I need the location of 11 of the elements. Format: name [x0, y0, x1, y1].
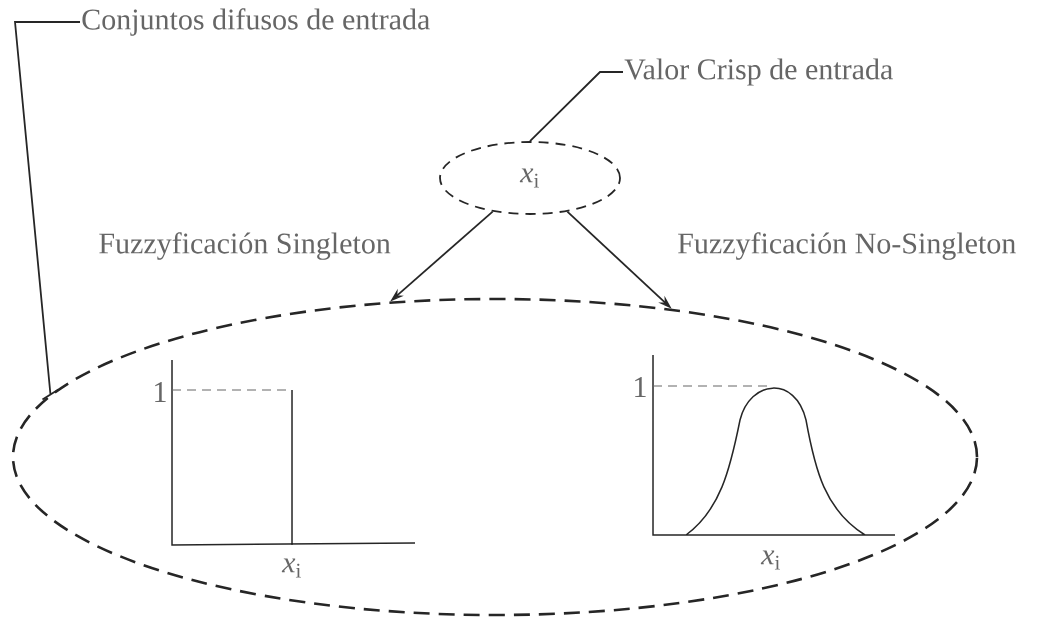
leader-line [14, 21, 81, 401]
leader-line [529, 71, 624, 142]
callout-text: Conjuntos difusos de entrada [82, 8, 430, 36]
axis-label: 1 [155, 382, 166, 402]
dashed-ellipse [11, 297, 979, 617]
edge-label: Fuzzyficación No-Singleton [678, 232, 1016, 260]
axis-label: x$_{i}$ [760, 550, 780, 570]
edge-label: Fuzzyficación Singleton [99, 232, 391, 260]
axis-label: 1 [635, 377, 646, 397]
callout-text: Valor Crisp de entrada [624, 58, 893, 86]
axis-label: x$_{i}$ [281, 558, 301, 578]
